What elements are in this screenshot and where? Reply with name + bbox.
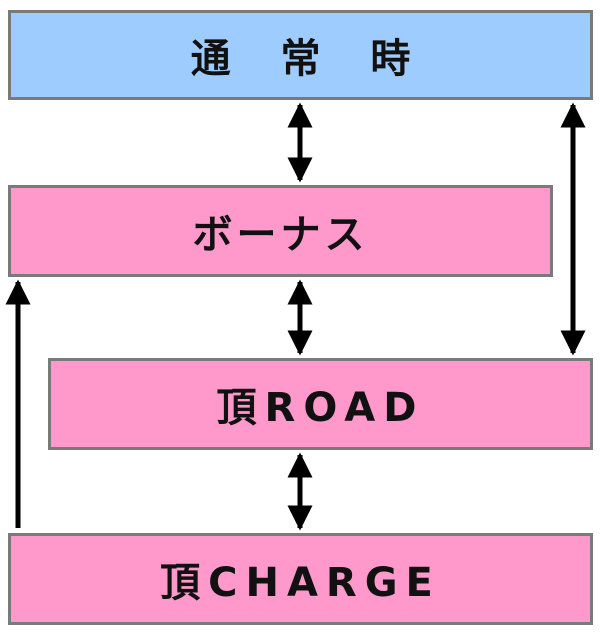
state-bonus: ボーナス	[8, 185, 553, 277]
state-charge: 頂CHARGE	[8, 533, 593, 625]
state-road: 頂ROAD	[48, 358, 593, 450]
state-normal: 通 常 時	[8, 10, 593, 100]
